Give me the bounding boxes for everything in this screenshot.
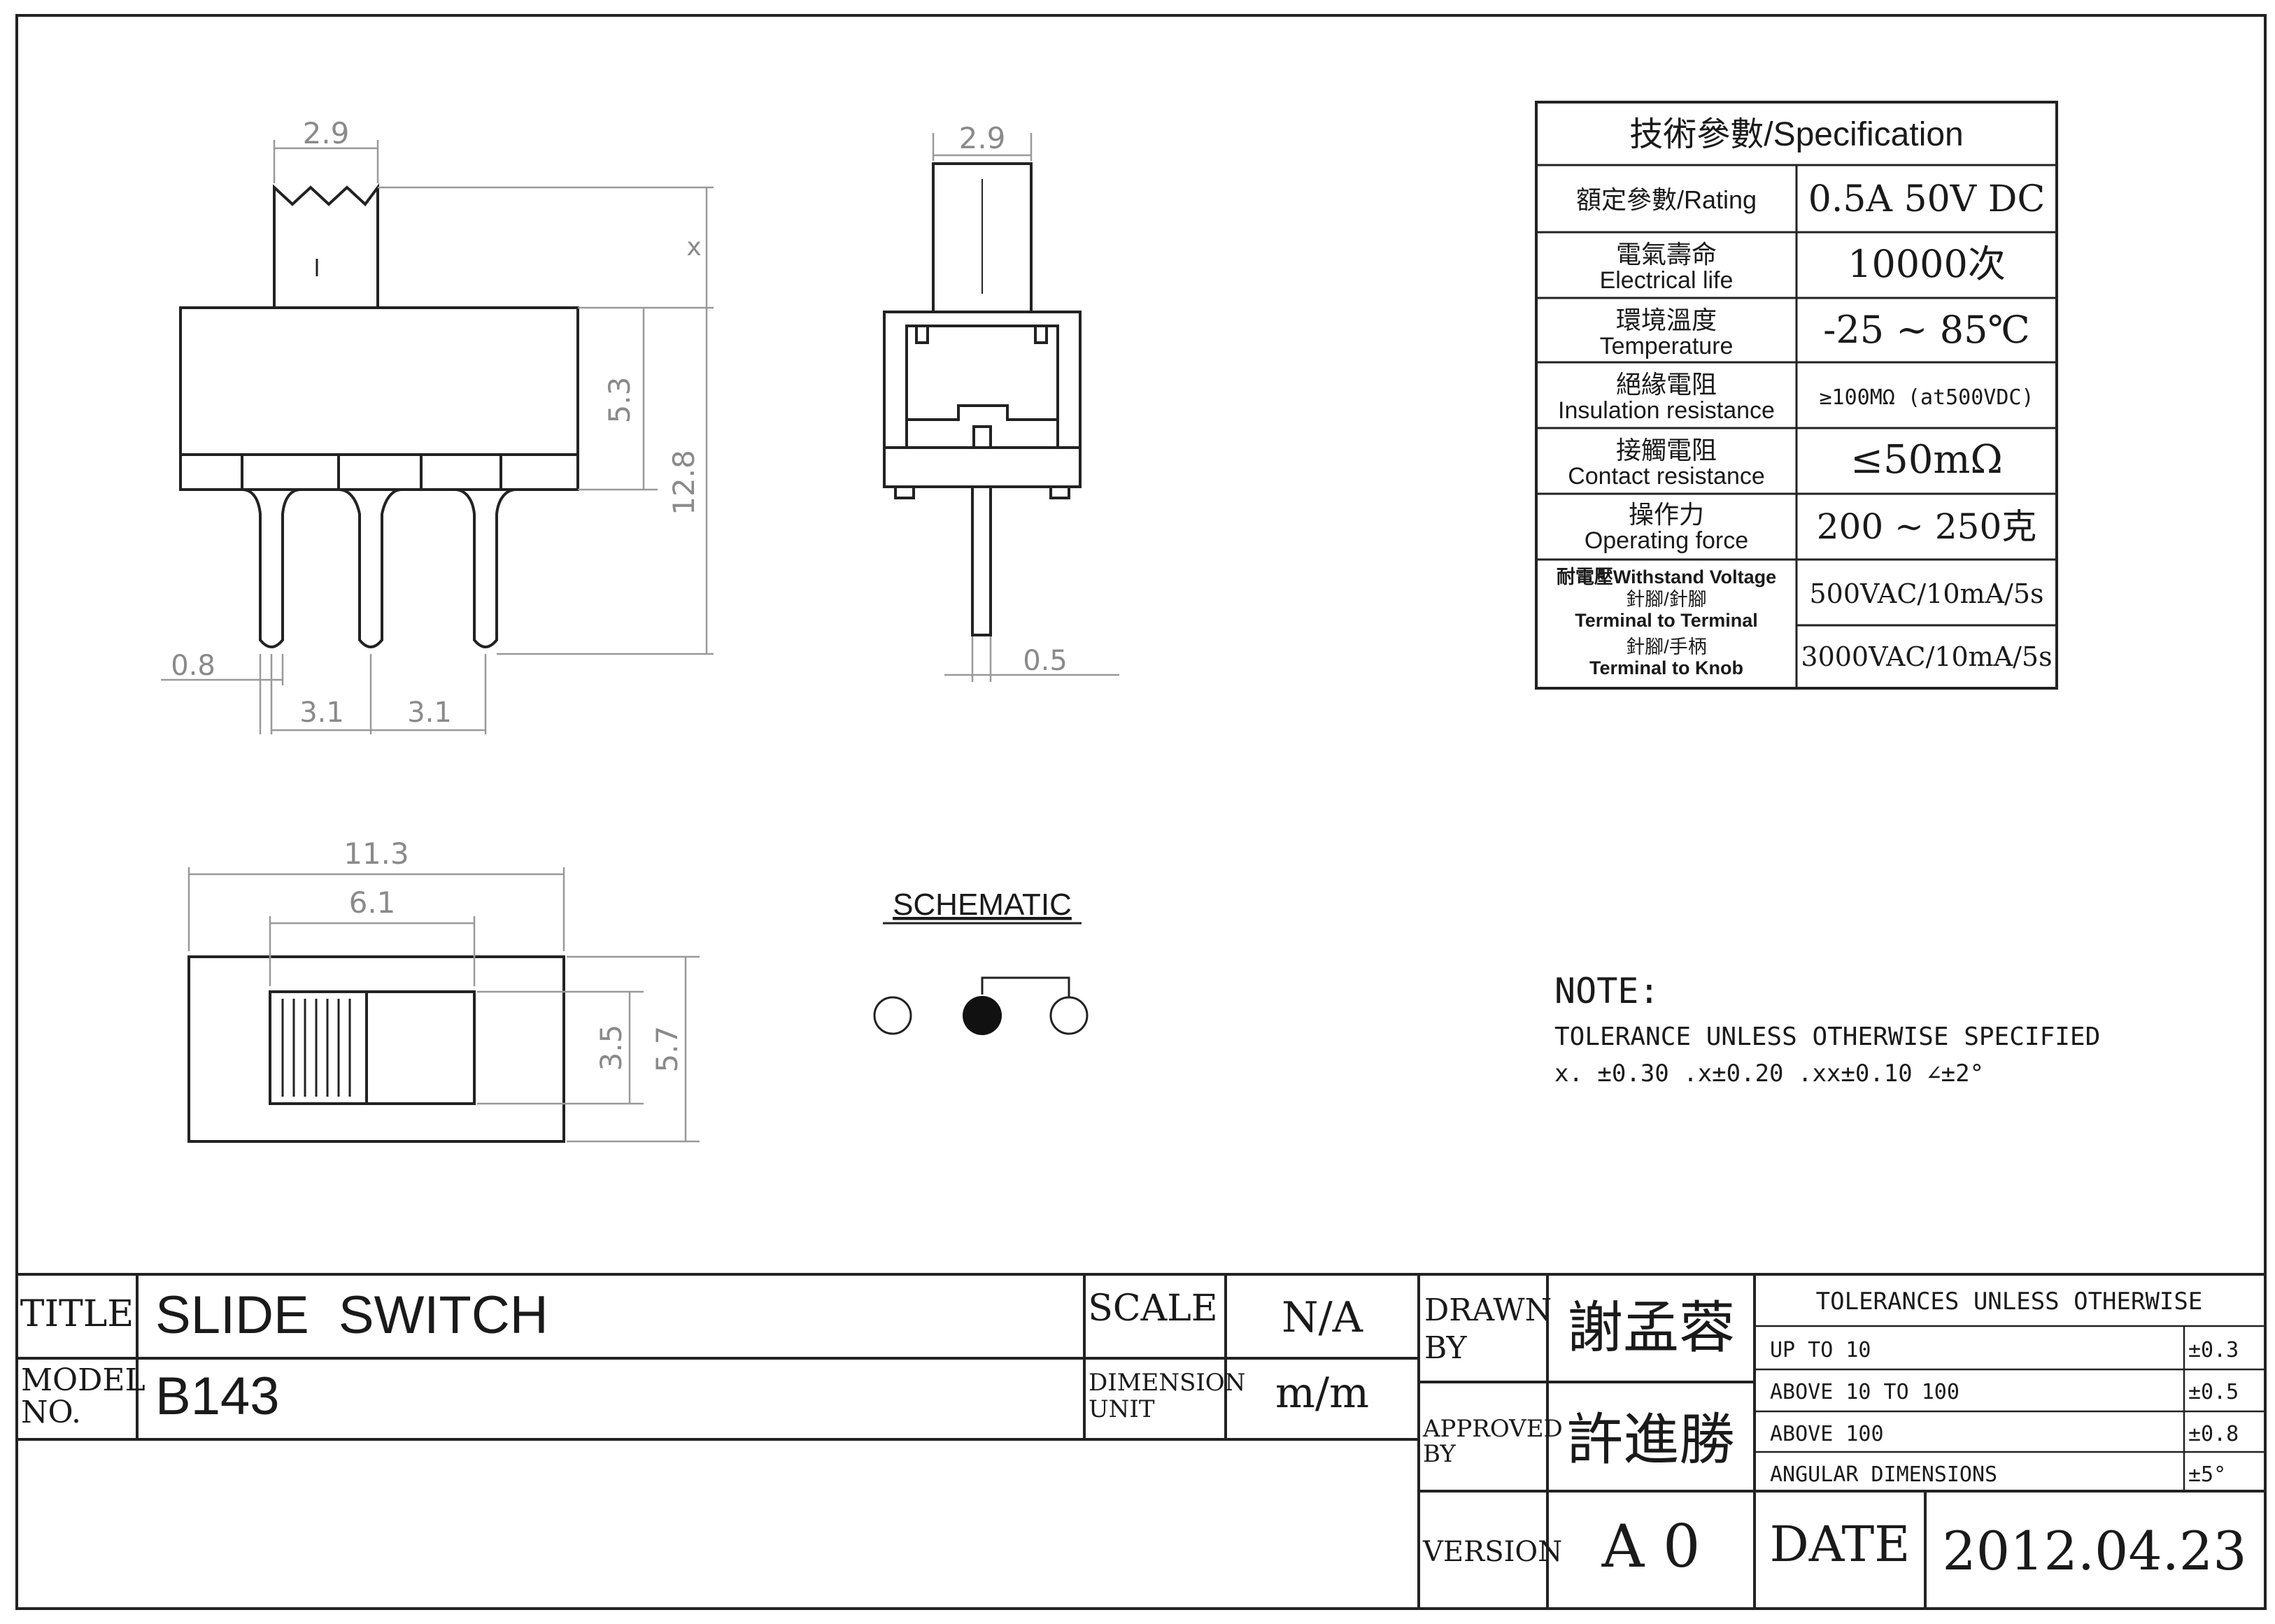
dim-pitch-left: 3.1 <box>299 697 344 729</box>
tb-version-value: A 0 <box>1601 1512 1701 1581</box>
spec-row-force-zh: 操作力 <box>1629 500 1704 529</box>
spec-withstand-label: 耐電壓Withstand Voltage <box>1557 567 1776 587</box>
tb-title-label: TITLE <box>20 1293 134 1335</box>
tb-tol-header: TOLERANCES UNLESS OTHERWISE <box>1816 1288 2203 1316</box>
spec-withstand-value2: 3000VAC/10mA/5s <box>1801 641 2052 672</box>
tb-drawn-value: 謝孟蓉 <box>1567 1295 1735 1360</box>
tb-tol-range-4: ANGULAR DIMENSIONS <box>1770 1462 1997 1487</box>
tb-approved-label-1: APPROVED <box>1422 1415 1563 1443</box>
side-pin-center <box>338 488 402 648</box>
schematic-terminal-right <box>1049 996 1089 1035</box>
tb-tol-range-1: UP TO 10 <box>1770 1338 1871 1362</box>
top-dim-knob-depth: 3.5 <box>594 1025 628 1071</box>
top-view <box>187 955 565 1143</box>
spec-withstand-value1: 500VAC/10mA/5s <box>1809 578 2043 609</box>
schematic-terminal-common <box>963 996 1002 1035</box>
spec-row-elec-zh: 電氣壽命 <box>1616 240 1717 269</box>
spec-withstand-sub1-en: Terminal to Terminal <box>1575 610 1758 631</box>
tb-tol-value-3: ±0.8 <box>2188 1422 2239 1446</box>
side-knob <box>273 183 379 308</box>
schematic: SCHEMATIC <box>873 888 1089 1035</box>
end-dim-pin-thickness: 0.5 <box>1023 645 1068 677</box>
schematic-label: SCHEMATIC <box>893 888 1072 922</box>
tb-model-label-1: MODEL <box>21 1362 146 1398</box>
tb-model-value: B143 <box>155 1367 280 1426</box>
note-line2: x. ±0.30 .x±0.20 .xx±0.10 ∠±2° <box>1554 1060 1984 1088</box>
end-view-dims <box>932 133 1119 682</box>
end-view <box>883 162 1082 636</box>
tb-tol-range-3: ABOVE 100 <box>1770 1422 1884 1446</box>
note-line1: TOLERANCE UNLESS OTHERWISE SPECIFIED <box>1554 1023 2100 1051</box>
spec-row-rating-label: 額定參數/Rating <box>1576 185 1757 214</box>
tb-drawn-label-2: BY <box>1424 1330 1468 1366</box>
schematic-terminal-left <box>873 996 912 1035</box>
end-pin <box>971 485 992 636</box>
tb-date-label: DATE <box>1770 1516 1911 1573</box>
tb-tol-range-2: ABOVE 10 TO 100 <box>1770 1380 1959 1404</box>
end-body-outer <box>883 311 1082 488</box>
note: NOTE: TOLERANCE UNLESS OTHERWISE SPECIFI… <box>1554 971 2100 1088</box>
spec-row-contact-value: ≤50mΩ <box>1850 437 2003 483</box>
tb-tol-value-1: ±0.3 <box>2188 1338 2239 1362</box>
spec-withstand-sub2-zh: 針腳/手柄 <box>1626 636 1707 657</box>
spec-withstand-sub1-zh: 針腳/針腳 <box>1626 589 1707 610</box>
top-slot <box>269 990 476 1105</box>
top-dim-width: 5.7 <box>650 1026 684 1073</box>
dim-pin-width: 0.8 <box>171 650 215 682</box>
spec-row-insul-zh: 絕緣電阻 <box>1616 370 1717 399</box>
side-body <box>179 306 579 491</box>
spec-row-elec-en: Electrical life <box>1600 267 1734 294</box>
sheet-border <box>15 14 2267 1610</box>
tb-date-value: 2012.04.23 <box>1942 1520 2246 1582</box>
top-body <box>187 955 565 1143</box>
title-block: TITLE SLIDE SWITCH MODEL NO. B143 SCALE … <box>17 1273 2265 1609</box>
spec-row-contact-zh: 接觸電阻 <box>1616 436 1717 464</box>
tb-dimunit-value: m/m <box>1275 1369 1369 1418</box>
dim-body-height: 5.3 <box>602 377 637 424</box>
side-view-dims <box>161 140 714 734</box>
top-knob <box>269 990 368 1105</box>
side-pin-left <box>241 488 302 648</box>
spec-row-contact-en: Contact resistance <box>1568 463 1765 490</box>
spec-row-elec-value: 10000次 <box>1848 242 2006 286</box>
tb-approved-value: 許進勝 <box>1567 1407 1735 1472</box>
spec-row-temp-en: Temperature <box>1600 333 1734 359</box>
spec-table: 技術參數/Specification 額定參數/Rating 0.5A 50V … <box>1535 101 2058 690</box>
spec-row-rating-value: 0.5A 50V DC <box>1808 178 2046 220</box>
spec-row-force-value: 200 ~ 250克 <box>1817 506 2037 547</box>
spec-row-force-en: Operating force <box>1585 527 1748 554</box>
tb-tol-value-2: ±0.5 <box>2188 1380 2239 1404</box>
side-view <box>179 183 579 648</box>
tb-dimunit-label-2: UNIT <box>1089 1395 1155 1423</box>
note-title: NOTE: <box>1554 971 1660 1011</box>
end-dim-knob-width: 2.9 <box>959 121 1006 155</box>
side-view-dim-labels: 2.9 x 5.3 12.8 0.8 3.1 3.1 <box>171 116 701 729</box>
side-pin-right <box>454 488 517 648</box>
top-dim-travel: 6.1 <box>349 885 396 920</box>
tb-dimunit-label-1: DIMENSION <box>1089 1369 1245 1397</box>
top-dim-length: 11.3 <box>343 836 409 871</box>
tb-scale-value: N/A <box>1282 1293 1363 1342</box>
spec-row-temp-value: -25 ~ 85℃ <box>1823 308 2030 352</box>
spec-row-insul-value: ≥100MΩ (at500VDC) <box>1819 385 2034 410</box>
spec-row-temp-zh: 環境溫度 <box>1616 306 1717 334</box>
tb-tol-value-4: ±5° <box>2188 1462 2226 1487</box>
dim-x: x <box>686 233 701 262</box>
tb-model-label-2: NO. <box>21 1395 81 1430</box>
dim-knob-width: 2.9 <box>303 116 350 150</box>
tb-approved-label-2: BY <box>1423 1440 1456 1468</box>
top-view-dims <box>187 867 700 1143</box>
spec-title: 技術參數/Specification <box>1629 116 1964 153</box>
dim-pitch-right: 3.1 <box>407 697 452 729</box>
tb-drawn-label-1: DRAWN <box>1424 1292 1552 1328</box>
tb-title-value: SLIDE SWITCH <box>155 1285 548 1345</box>
spec-row-insul-en: Insulation resistance <box>1558 397 1775 424</box>
tb-version-label: VERSION <box>1422 1536 1562 1568</box>
spec-withstand-sub2-en: Terminal to Knob <box>1589 657 1743 678</box>
tb-scale-label: SCALE <box>1088 1288 1217 1330</box>
dim-total-height: 12.8 <box>667 450 701 515</box>
